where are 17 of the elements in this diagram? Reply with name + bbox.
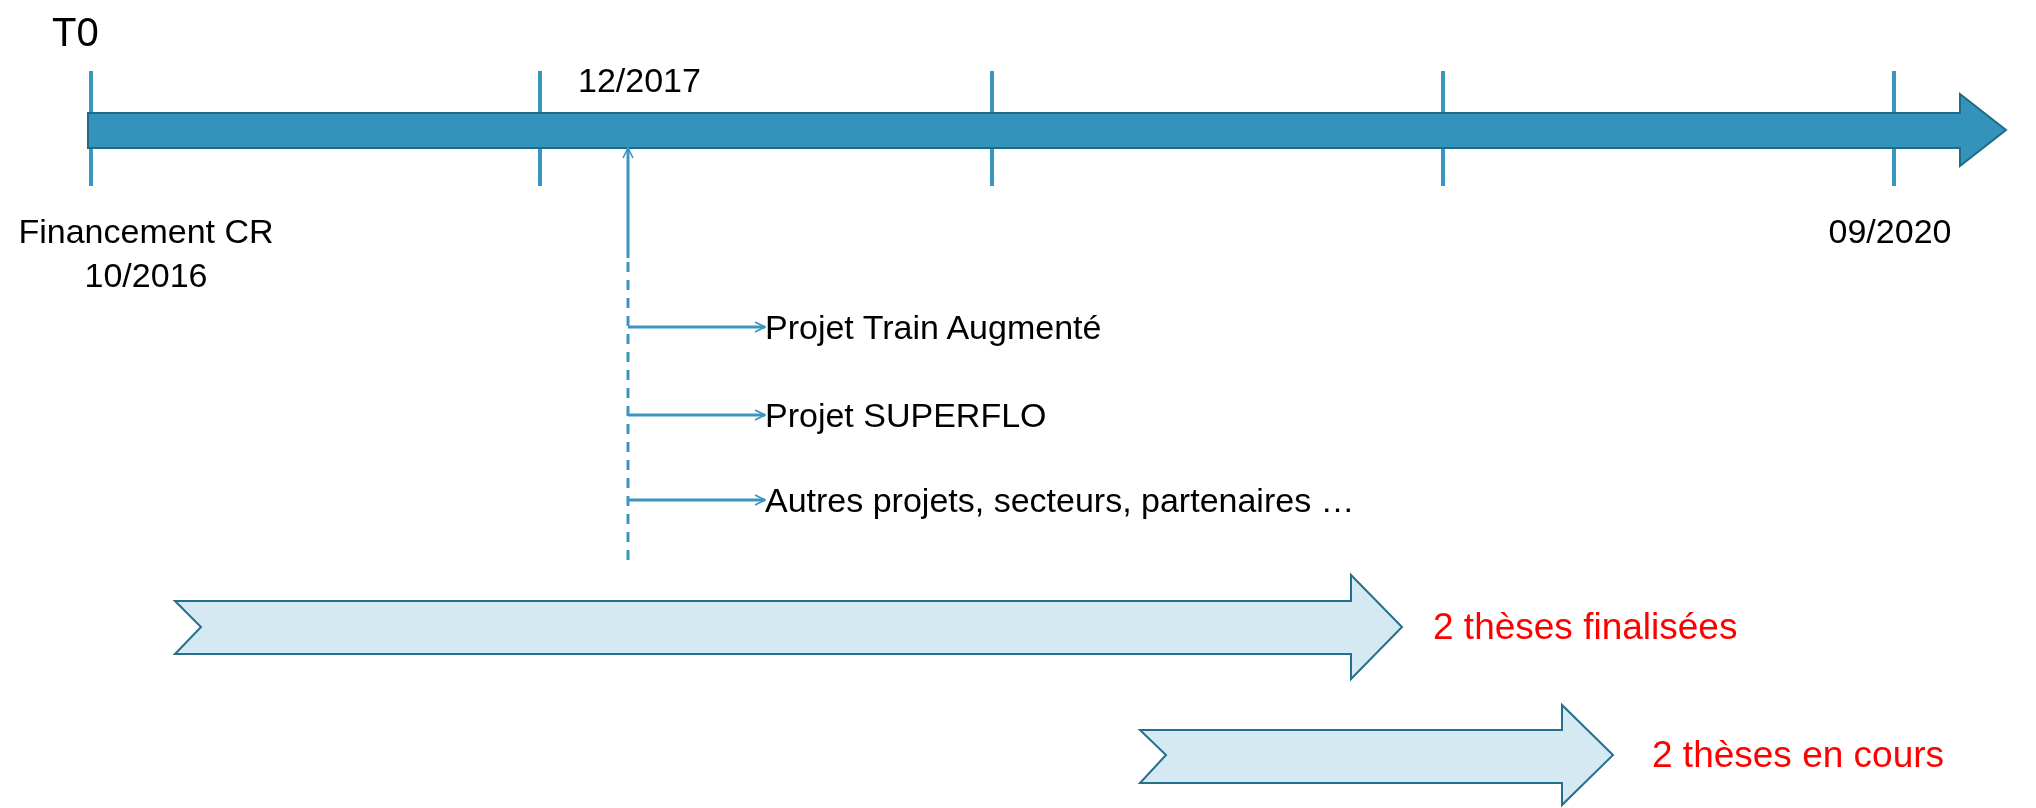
timeline-arrow xyxy=(88,94,2006,166)
date-label: 10/2016 xyxy=(84,254,208,296)
project-text: Projet Train Augmenté xyxy=(765,306,1102,348)
chevron-arrow xyxy=(175,574,1403,680)
date-label: T0 xyxy=(52,9,99,56)
chevron-arrow xyxy=(1140,704,1614,806)
arrow xyxy=(628,321,766,333)
date-label: 12/2017 xyxy=(578,59,701,101)
date-label: 09/2020 xyxy=(1828,210,1952,252)
date-label: Financement CR xyxy=(18,210,274,252)
arrow xyxy=(622,147,634,258)
note-text: 2 thèses en cours xyxy=(1652,732,1945,777)
note-text: 2 thèses finalisées xyxy=(1433,604,1738,649)
project-text: Projet SUPERFLO xyxy=(765,394,1047,436)
arrow xyxy=(628,494,766,506)
project-text: Autres projets, secteurs, partenaires … xyxy=(765,479,1355,521)
arrow xyxy=(628,409,766,421)
